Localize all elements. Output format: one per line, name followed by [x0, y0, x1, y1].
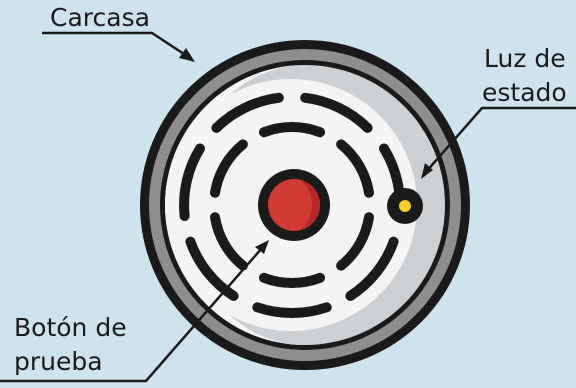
test-button-icon — [258, 169, 330, 241]
housing-label: Carcasa — [50, 3, 150, 33]
vent-slot — [264, 127, 320, 132]
status-light-icon — [387, 188, 423, 224]
vent-slot — [264, 278, 320, 283]
housing-leader-line — [42, 33, 190, 58]
housing-arrowhead — [179, 48, 195, 62]
status-light-label-line2: estado — [482, 78, 567, 108]
status-light-label-line1: Luz de — [484, 44, 566, 74]
test-button-label-line2: prueba — [14, 347, 103, 377]
test-button-label-line1: Botón de — [14, 313, 127, 343]
